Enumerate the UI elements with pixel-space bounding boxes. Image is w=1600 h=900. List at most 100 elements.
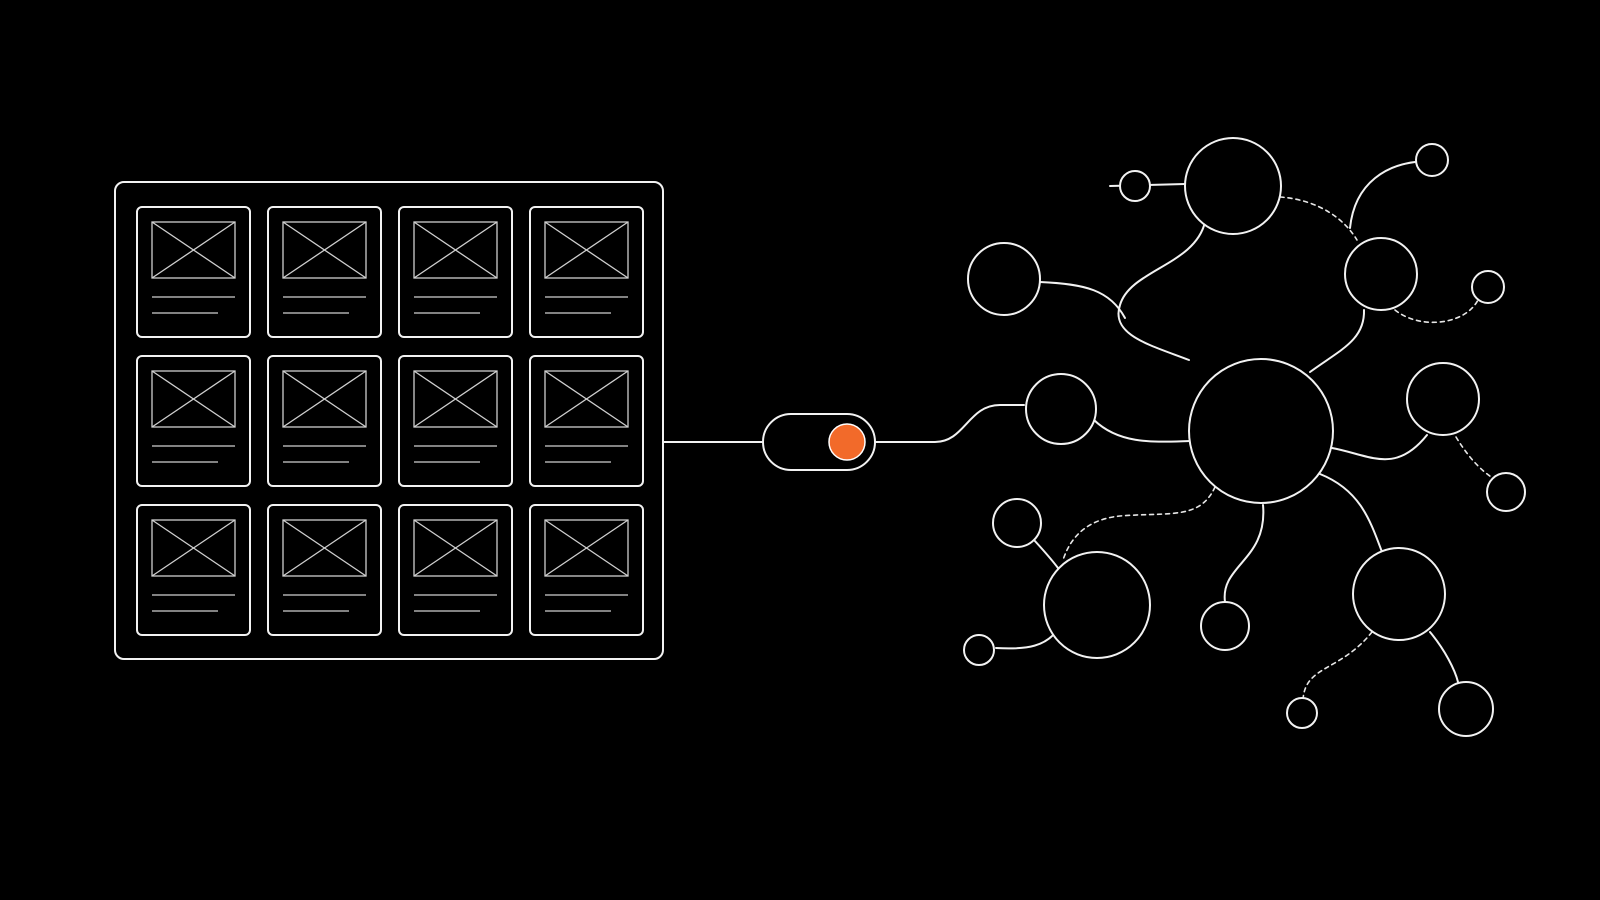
image-placeholder-icon bbox=[151, 221, 236, 279]
card-frame bbox=[398, 206, 513, 338]
image-placeholder-cross bbox=[151, 519, 236, 577]
edge bbox=[1319, 473, 1383, 553]
grid-card[interactable] bbox=[398, 355, 513, 487]
grid-frame bbox=[114, 181, 664, 660]
image-placeholder-frame bbox=[413, 221, 498, 279]
card-frame bbox=[267, 504, 382, 636]
grid-card[interactable] bbox=[136, 206, 251, 338]
edge bbox=[1429, 631, 1459, 683]
edge bbox=[1309, 309, 1366, 373]
image-placeholder-icon bbox=[544, 519, 629, 577]
image-placeholder-cross bbox=[544, 519, 629, 577]
edge bbox=[1039, 281, 1126, 319]
image-placeholder-icon bbox=[282, 519, 367, 577]
toggle-knob[interactable] bbox=[828, 423, 866, 461]
card-frame bbox=[398, 504, 513, 636]
edge-dashed bbox=[1302, 631, 1373, 701]
network-node bbox=[963, 634, 995, 666]
grid-card[interactable] bbox=[267, 504, 382, 636]
network-node bbox=[1415, 143, 1449, 177]
image-placeholder-cross bbox=[282, 221, 367, 279]
image-placeholder-icon bbox=[282, 221, 367, 279]
edge bbox=[1093, 419, 1191, 443]
network-node bbox=[1344, 237, 1418, 311]
grid-card[interactable] bbox=[398, 206, 513, 338]
grid-card[interactable] bbox=[398, 504, 513, 636]
edge bbox=[995, 631, 1057, 650]
network-node bbox=[1352, 547, 1446, 641]
edge bbox=[1349, 161, 1416, 229]
grid-card[interactable] bbox=[267, 355, 382, 487]
image-placeholder-frame bbox=[151, 519, 236, 577]
image-placeholder-frame bbox=[544, 370, 629, 428]
network-node bbox=[1486, 472, 1526, 512]
edge-dashed bbox=[1455, 436, 1501, 483]
image-placeholder-cross bbox=[413, 519, 498, 577]
image-placeholder-frame bbox=[282, 370, 367, 428]
grid-card[interactable] bbox=[136, 355, 251, 487]
image-placeholder-icon bbox=[413, 221, 498, 279]
card-frame bbox=[136, 206, 251, 338]
image-placeholder-cross bbox=[282, 370, 367, 428]
network-node bbox=[1184, 137, 1282, 235]
image-placeholder-icon bbox=[151, 519, 236, 577]
network-node bbox=[1043, 551, 1151, 659]
card-frame bbox=[398, 355, 513, 487]
image-placeholder-cross bbox=[282, 519, 367, 577]
card-frame bbox=[136, 355, 251, 487]
image-placeholder-frame bbox=[413, 370, 498, 428]
image-placeholder-icon bbox=[544, 221, 629, 279]
card-frame bbox=[529, 504, 644, 636]
image-placeholder-cross bbox=[151, 221, 236, 279]
image-placeholder-icon bbox=[151, 370, 236, 428]
network-graph bbox=[963, 137, 1526, 737]
image-placeholder-frame bbox=[282, 221, 367, 279]
image-placeholder-frame bbox=[544, 519, 629, 577]
network-node bbox=[1438, 681, 1494, 737]
network-node bbox=[992, 498, 1042, 548]
card-frame bbox=[136, 504, 251, 636]
image-placeholder-icon bbox=[544, 370, 629, 428]
grid-card[interactable] bbox=[267, 206, 382, 338]
image-placeholder-cross bbox=[544, 370, 629, 428]
grid-card[interactable] bbox=[136, 504, 251, 636]
card-grid-panel bbox=[114, 181, 664, 660]
card-grid bbox=[136, 206, 644, 636]
network-node bbox=[967, 242, 1041, 316]
card-frame bbox=[529, 355, 644, 487]
card-frame bbox=[529, 206, 644, 338]
edge-dashed bbox=[1062, 486, 1216, 561]
image-placeholder-cross bbox=[413, 370, 498, 428]
image-placeholder-frame bbox=[544, 221, 629, 279]
image-placeholder-frame bbox=[282, 519, 367, 577]
edge-dashed bbox=[1394, 299, 1479, 324]
network-node bbox=[1286, 697, 1318, 729]
network-node bbox=[1406, 362, 1480, 436]
grid-card[interactable] bbox=[529, 206, 644, 338]
card-frame bbox=[267, 206, 382, 338]
connector-toggle-to-network bbox=[874, 404, 1025, 443]
toggle-switch[interactable] bbox=[762, 413, 876, 471]
image-placeholder-icon bbox=[282, 370, 367, 428]
edge-dashed bbox=[1279, 196, 1358, 241]
card-frame bbox=[267, 355, 382, 487]
image-placeholder-frame bbox=[413, 519, 498, 577]
image-placeholder-frame bbox=[151, 370, 236, 428]
image-placeholder-frame bbox=[151, 221, 236, 279]
network-node bbox=[1119, 170, 1151, 202]
edge bbox=[1033, 539, 1059, 569]
image-placeholder-icon bbox=[413, 519, 498, 577]
network-node bbox=[1025, 373, 1097, 445]
image-placeholder-icon bbox=[413, 370, 498, 428]
grid-card[interactable] bbox=[529, 355, 644, 487]
network-node bbox=[1188, 358, 1334, 504]
grid-card[interactable] bbox=[529, 504, 644, 636]
edge bbox=[1117, 221, 1206, 361]
image-placeholder-cross bbox=[544, 221, 629, 279]
edge bbox=[1223, 504, 1265, 603]
network-node bbox=[1471, 270, 1505, 304]
edge bbox=[1331, 434, 1428, 461]
image-placeholder-cross bbox=[413, 221, 498, 279]
image-placeholder-cross bbox=[151, 370, 236, 428]
